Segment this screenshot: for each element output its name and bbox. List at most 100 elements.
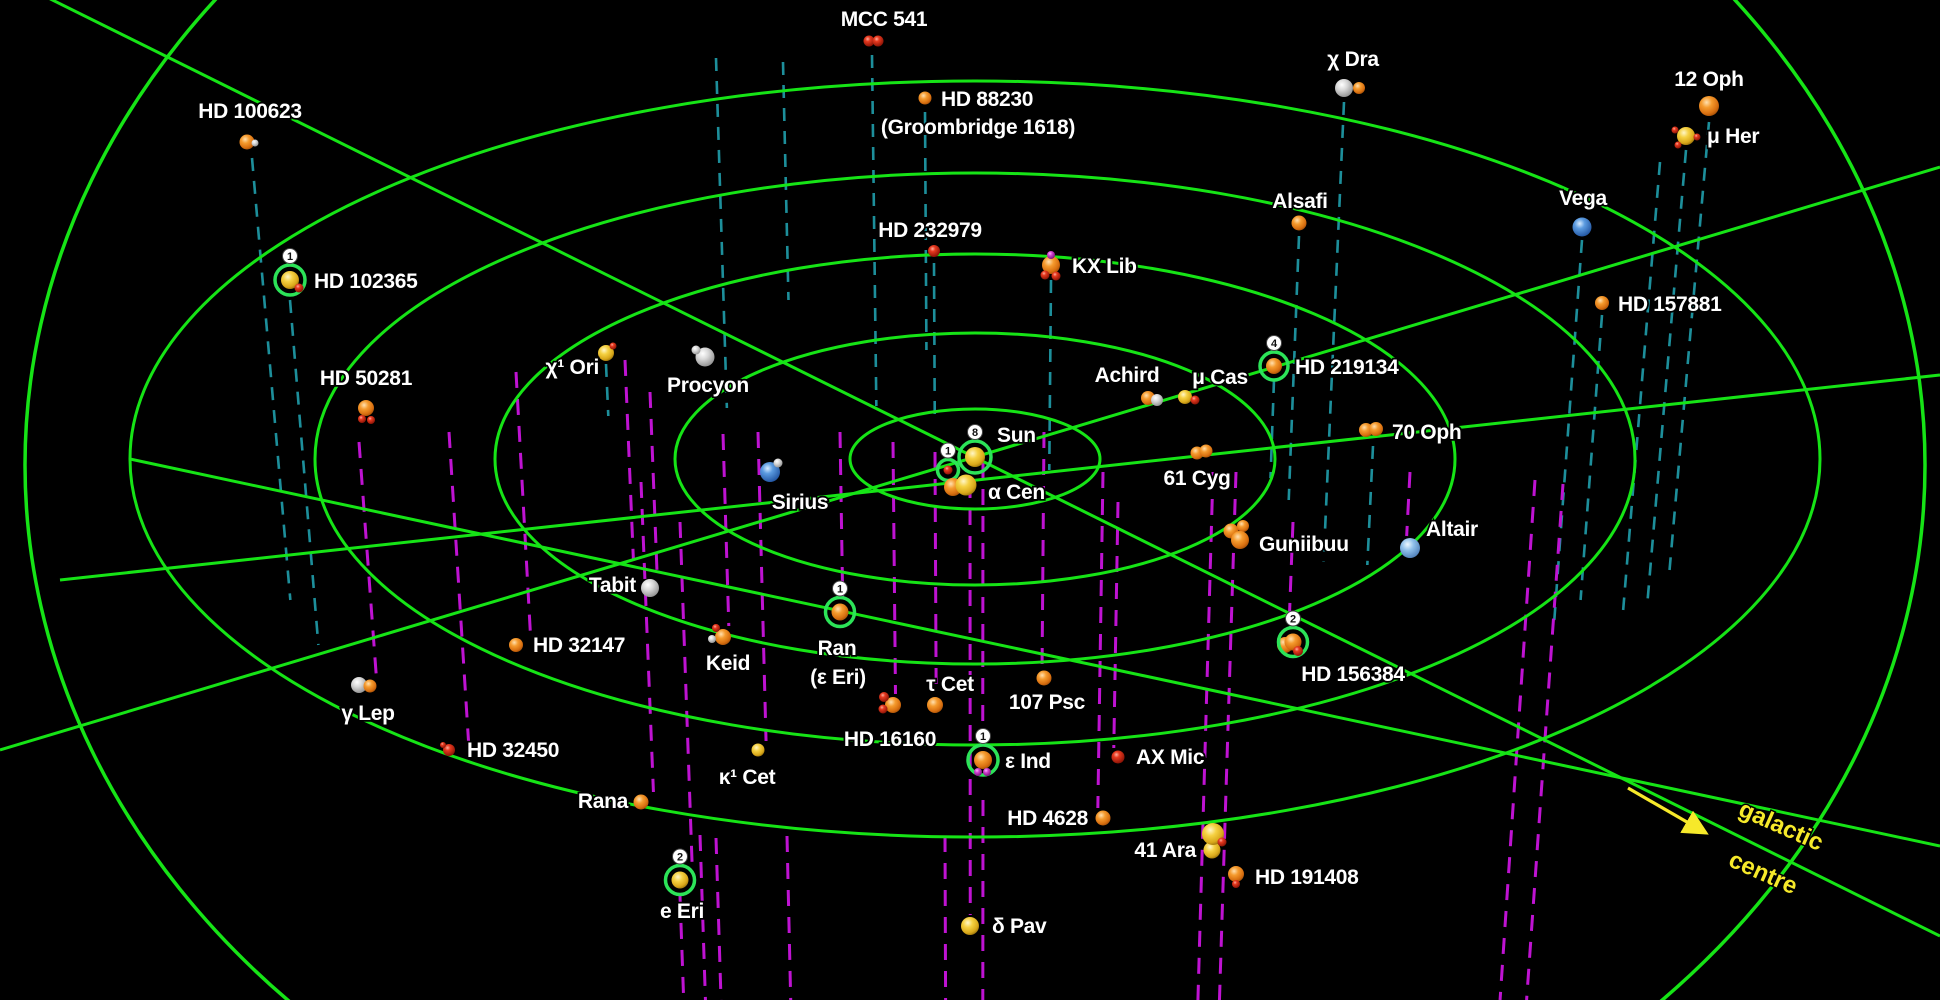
star-ball bbox=[1111, 750, 1125, 764]
star-hd-50281 bbox=[358, 400, 375, 424]
star-hd-156384: 2 bbox=[1276, 610, 1310, 659]
star-ball bbox=[239, 134, 255, 150]
star-ball bbox=[281, 271, 299, 289]
star-altair bbox=[1400, 538, 1420, 558]
companion-star bbox=[609, 342, 617, 350]
star-label: 70 Oph bbox=[1392, 421, 1461, 444]
star-label-secondary: (Groombridge 1618) bbox=[881, 116, 1075, 139]
star-label: HD 16160 bbox=[844, 728, 936, 751]
below-plane-dash-line bbox=[514, 371, 533, 637]
star-ball bbox=[1228, 866, 1244, 882]
star-label: HD 156384 bbox=[1301, 663, 1405, 686]
star-label-secondary: (ε Eri) bbox=[810, 666, 866, 689]
planet-count-badge bbox=[975, 728, 991, 744]
above-plane-dash-line bbox=[1366, 445, 1375, 566]
star-hd-32147 bbox=[509, 638, 523, 652]
star-ball bbox=[641, 579, 659, 597]
star-ran: 1 bbox=[823, 580, 857, 629]
celestial-sphere-outline bbox=[23, 0, 1927, 1000]
above-plane-dash-line bbox=[1047, 279, 1053, 471]
star-label: γ Lep bbox=[341, 702, 394, 725]
star-ball bbox=[1178, 390, 1192, 404]
below-plane-dash-line bbox=[943, 835, 948, 1000]
star-label: e Eri bbox=[660, 900, 704, 923]
planet-count-badge bbox=[672, 848, 688, 865]
star-label: Guniibuu bbox=[1259, 533, 1349, 556]
companion-star bbox=[294, 283, 304, 293]
star-label: ε Ind bbox=[1005, 750, 1051, 773]
star-hd-232979 bbox=[928, 245, 940, 257]
distance-ring-2 bbox=[673, 331, 1277, 587]
star-label: Rana bbox=[578, 790, 629, 813]
below-plane-dash-line bbox=[838, 431, 845, 599]
star-hd-32450 bbox=[440, 742, 455, 756]
planet-count-badge bbox=[1266, 335, 1282, 351]
star-chi1-ori bbox=[598, 342, 617, 361]
planet-host-ring bbox=[1276, 625, 1310, 659]
star-rana bbox=[633, 794, 649, 810]
star-label: Vega bbox=[1559, 187, 1607, 210]
star-ball bbox=[961, 917, 979, 935]
star-guniibuu bbox=[1223, 520, 1249, 549]
star-61-cyg bbox=[1190, 444, 1213, 460]
galactic-centre-arrow bbox=[1627, 786, 1709, 835]
star-label: χ¹ Ori bbox=[546, 356, 599, 379]
star-ball bbox=[598, 345, 614, 361]
star-label: HD 100623 bbox=[198, 100, 302, 123]
star-ball bbox=[358, 400, 374, 416]
companion-star bbox=[879, 692, 889, 702]
star-tabit bbox=[641, 579, 659, 597]
star-hd-219134: 4 bbox=[1258, 335, 1290, 382]
star-label: AX Mic bbox=[1136, 746, 1205, 769]
star-ball bbox=[1266, 358, 1282, 374]
above-plane-dash-line bbox=[1646, 149, 1688, 601]
companion-star bbox=[773, 458, 783, 468]
companion-star bbox=[878, 704, 888, 714]
companion-star bbox=[1293, 646, 1303, 656]
companion-star bbox=[691, 345, 701, 355]
distance-ring-1 bbox=[848, 407, 1102, 511]
star-ball bbox=[928, 245, 940, 257]
star-ball bbox=[831, 603, 849, 621]
star-keid bbox=[708, 624, 731, 645]
star-ball bbox=[1335, 79, 1353, 97]
star-hd-191408 bbox=[1228, 866, 1244, 888]
below-plane-dash-line bbox=[785, 835, 793, 1000]
below-plane-dash-line bbox=[678, 521, 694, 866]
below-plane-dash-line bbox=[933, 451, 938, 696]
companion-star bbox=[251, 139, 259, 147]
planet-host-ring bbox=[663, 863, 697, 897]
below-plane-dash-line bbox=[756, 431, 768, 742]
star-label: HD 102365 bbox=[314, 270, 418, 293]
below-plane-dash-line bbox=[648, 391, 659, 579]
star-hd-102365: 1 bbox=[273, 248, 307, 297]
star-gamma-lep bbox=[351, 677, 377, 693]
above-plane-dash-line bbox=[1553, 239, 1584, 621]
star-label: HD 191408 bbox=[1255, 866, 1359, 889]
star-ball bbox=[509, 638, 523, 652]
star-delta-pav bbox=[961, 917, 979, 935]
star-label: χ Dra bbox=[1327, 48, 1379, 71]
star-label: κ¹ Cet bbox=[719, 766, 776, 789]
below-plane-dash-line bbox=[1196, 471, 1215, 1000]
star-label: α Cen bbox=[988, 481, 1045, 504]
below-plane-dash-line bbox=[623, 359, 635, 561]
companion-star bbox=[1232, 880, 1240, 888]
above-plane-dash-line bbox=[781, 61, 790, 301]
star-label: τ Cet bbox=[926, 673, 974, 696]
star-label: μ Her bbox=[1707, 125, 1759, 148]
companion-star bbox=[872, 35, 884, 47]
above-plane-dash-line bbox=[714, 57, 729, 409]
companion-star bbox=[974, 768, 982, 776]
companion-star bbox=[1671, 126, 1679, 134]
planet-count-badge bbox=[967, 424, 983, 440]
star-ball bbox=[1572, 217, 1592, 237]
companion-star bbox=[1051, 271, 1061, 281]
above-plane-dash-line bbox=[870, 54, 878, 407]
above-plane-dash-line bbox=[604, 363, 610, 417]
planet-count-badge bbox=[282, 248, 298, 264]
